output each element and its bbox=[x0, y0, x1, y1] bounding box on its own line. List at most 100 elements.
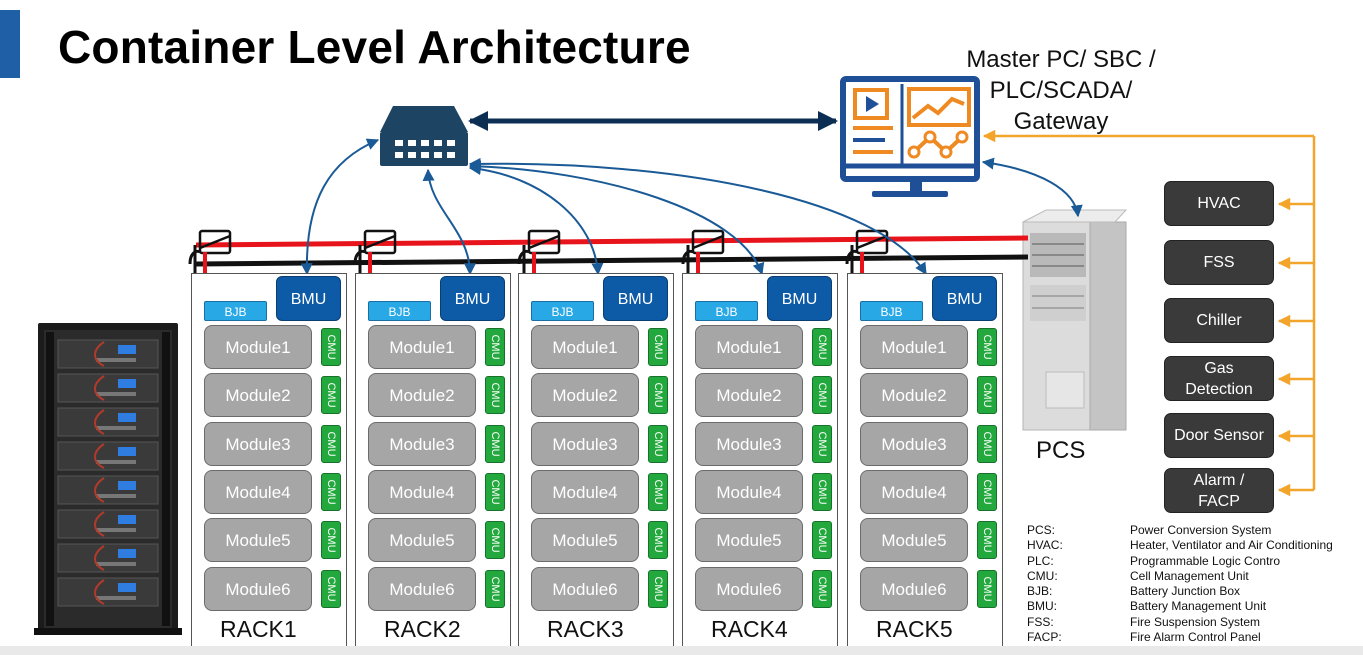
module-box: Module3 bbox=[204, 422, 312, 466]
module-box: Module3 bbox=[531, 422, 639, 466]
cmu-box: CMU bbox=[977, 376, 997, 414]
module-box: Module6 bbox=[368, 567, 476, 611]
bjb-box: BJB bbox=[368, 301, 431, 321]
master-controller-label: Master PC/ SBC / PLC/SCADA/ Gateway bbox=[948, 44, 1174, 137]
legend-abbr: BMU: bbox=[1027, 599, 1057, 614]
comm-arrow bbox=[300, 138, 380, 276]
monitor-dashboard-icon bbox=[840, 76, 980, 197]
module-box: Module5 bbox=[695, 518, 803, 562]
cmu-box: CMU bbox=[977, 473, 997, 511]
cmu-label: CMU bbox=[489, 479, 501, 505]
legend-def: Battery Management Unit bbox=[1130, 599, 1267, 614]
rack-shelf bbox=[57, 543, 159, 573]
cmu-box: CMU bbox=[321, 328, 341, 366]
rack-shelf bbox=[57, 339, 159, 369]
module-box: Module1 bbox=[695, 325, 803, 369]
cmu-label: CMU bbox=[816, 576, 828, 602]
cmu-box: CMU bbox=[812, 570, 832, 608]
cmu-box: CMU bbox=[485, 521, 505, 559]
network-switch-icon bbox=[380, 106, 468, 166]
cmu-box: CMU bbox=[977, 570, 997, 608]
cmu-box: CMU bbox=[648, 570, 668, 608]
module-box: Module5 bbox=[531, 518, 639, 562]
bmu-box: BMU bbox=[603, 276, 668, 321]
bjb-box: BJB bbox=[204, 301, 267, 321]
module-box: Module5 bbox=[860, 518, 968, 562]
legend-def: Cell Management Unit bbox=[1130, 568, 1249, 583]
aux-label: FSS bbox=[1203, 254, 1235, 271]
module-box: Module4 bbox=[695, 470, 803, 514]
module-box: Module2 bbox=[204, 373, 312, 417]
cmu-label: CMU bbox=[325, 431, 337, 457]
module-box: Module2 bbox=[695, 373, 803, 417]
cmu-box: CMU bbox=[648, 521, 668, 559]
legend-def: Heater, Ventilator and Air Conditioning bbox=[1130, 538, 1333, 553]
cmu-label: CMU bbox=[325, 382, 337, 408]
cmu-label: CMU bbox=[325, 334, 337, 360]
bmu-box: BMU bbox=[932, 276, 997, 321]
module-box: Module5 bbox=[204, 518, 312, 562]
legend-def: Fire Alarm Control Panel bbox=[1130, 630, 1261, 645]
cmu-box: CMU bbox=[648, 328, 668, 366]
aux-label: Alarm / bbox=[1193, 471, 1245, 489]
cmu-label: CMU bbox=[981, 382, 993, 408]
cmu-box: CMU bbox=[977, 328, 997, 366]
chiller-box: Chiller bbox=[1164, 298, 1274, 343]
module-box: Module4 bbox=[368, 470, 476, 514]
module-box: Module3 bbox=[695, 422, 803, 466]
cmu-label: CMU bbox=[489, 576, 501, 602]
module-box: Module4 bbox=[204, 470, 312, 514]
aux-label: Detection bbox=[1185, 380, 1253, 398]
aux-label: Door Sensor bbox=[1174, 427, 1264, 444]
master-label-line: Master PC/ SBC / bbox=[966, 46, 1156, 73]
bmu-box: BMU bbox=[276, 276, 341, 321]
legend-abbr: PCS: bbox=[1027, 523, 1056, 537]
module-box: Module1 bbox=[204, 325, 312, 369]
cmu-label: CMU bbox=[652, 527, 664, 553]
cmu-box: CMU bbox=[485, 328, 505, 366]
legend-def: Power Conversion System bbox=[1130, 523, 1272, 537]
cmu-label: CMU bbox=[652, 576, 664, 602]
fss-box: FSS bbox=[1164, 240, 1274, 285]
rack-shelf bbox=[57, 577, 159, 607]
comm-arrow bbox=[422, 168, 476, 276]
comm-arrow bbox=[468, 157, 927, 276]
accent-bar bbox=[0, 10, 20, 78]
module-box: Module4 bbox=[860, 470, 968, 514]
module-box: Module2 bbox=[368, 373, 476, 417]
aux-label: Chiller bbox=[1196, 312, 1242, 329]
cmu-label: CMU bbox=[325, 576, 337, 602]
module-box: Module1 bbox=[531, 325, 639, 369]
rack-shelf bbox=[57, 441, 159, 471]
module-box: Module2 bbox=[531, 373, 639, 417]
cmu-box: CMU bbox=[977, 521, 997, 559]
door-sensor-box: Door Sensor bbox=[1164, 413, 1274, 458]
cmu-box: CMU bbox=[485, 376, 505, 414]
rack-label: RACK1 bbox=[220, 616, 297, 642]
legend-abbr: FACP: bbox=[1027, 630, 1062, 645]
legend-def: Programmable Logic Contro bbox=[1130, 553, 1281, 568]
rack-label: RACK5 bbox=[876, 616, 953, 642]
page-title: Container Level Architecture bbox=[58, 21, 691, 73]
cmu-box: CMU bbox=[812, 328, 832, 366]
cmu-label: CMU bbox=[325, 527, 337, 553]
cmu-label: CMU bbox=[816, 382, 828, 408]
legend-abbr: PLC: bbox=[1027, 553, 1054, 568]
cmu-label: CMU bbox=[489, 334, 501, 360]
aux-label: Gas bbox=[1204, 359, 1234, 377]
module-box: Module6 bbox=[531, 567, 639, 611]
cmu-box: CMU bbox=[648, 425, 668, 463]
bmu-box: BMU bbox=[440, 276, 505, 321]
pcs-label: PCS bbox=[1036, 437, 1086, 464]
module-box: Module6 bbox=[860, 567, 968, 611]
cmu-box: CMU bbox=[485, 425, 505, 463]
rack-shelf bbox=[57, 407, 159, 437]
module-box: Module6 bbox=[204, 567, 312, 611]
module-box: Module3 bbox=[860, 422, 968, 466]
module-box: Module2 bbox=[860, 373, 968, 417]
auxiliary-bus bbox=[982, 129, 1316, 497]
